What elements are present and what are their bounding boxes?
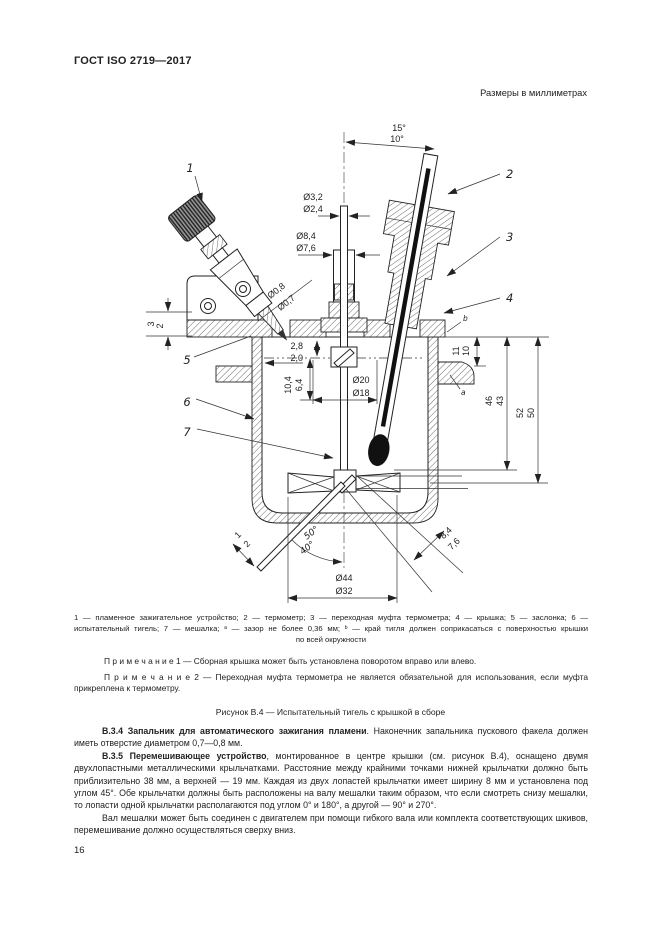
notes-block: П р и м е ч а н и е 1 — Сборная крышка м… [74, 656, 588, 699]
dim-shaft-d-min: Ø2,4 [303, 204, 323, 214]
dim-boss-h-min: 6,4 [294, 379, 304, 392]
callout-4-lid: 4 [506, 291, 513, 305]
test-cup-drawing [168, 132, 475, 593]
figure-legend: 1 — пламенное зажигательное устройство; … [74, 612, 588, 645]
stirrer-propeller [256, 469, 468, 593]
thermometer-bulb [368, 434, 390, 467]
dim-angle-max: 15° [392, 123, 406, 133]
callout-2-thermometer: 2 [506, 167, 513, 181]
dim-cup-d-min: Ø32 [335, 586, 352, 596]
dim-depth1-min: 43 [495, 396, 505, 406]
dim-guide-d-max: Ø8,4 [296, 231, 316, 241]
left-collar-tab [215, 365, 253, 383]
dim-rim-max: 11 [451, 346, 461, 355]
legend-line-3: по всей окружности [295, 635, 367, 644]
dim-boss-h-max: 10,4 [283, 376, 293, 394]
blade-edge-view [256, 481, 346, 572]
dim-angle-min: 10° [390, 134, 404, 144]
dim-cup-d-max: Ø44 [335, 573, 352, 583]
page-header: ГОСТ ISO 2719—2017 [74, 55, 192, 67]
dim-blade-w-min: 7,6 [446, 536, 462, 552]
body-text: В.3.4 Запальник для автоматического зажи… [74, 725, 588, 837]
paragraph-b35: В.3.5 Перемешивающее устройство, монтиро… [74, 750, 588, 811]
paragraph-b34: В.3.4 Запальник для автоматического зажи… [74, 726, 588, 749]
callout-7-stirrer: 7 [183, 425, 191, 439]
dim-depth1-max: 46 [484, 396, 494, 406]
dim-gap-max: 2,8 [290, 341, 303, 351]
paragraph-b35-heading: В.3.5 Перемешивающее устройство [102, 750, 267, 761]
callout-6-test-cup: 6 [183, 395, 190, 409]
callout-a-clearance: a [461, 388, 466, 397]
dim-depth2-max: 52 [515, 408, 525, 418]
stirrer-shaft [340, 205, 348, 475]
page-number: 16 [74, 845, 85, 856]
dim-blade-t-min: 2 [242, 539, 253, 550]
callout-5-shutter: 5 [183, 353, 190, 367]
dim-blade-t-max: 1 [233, 530, 244, 541]
right-collar-flange [437, 361, 475, 385]
callout-3-adapter-sleeve: 3 [506, 230, 513, 244]
igniter-jet-nozzle [257, 305, 284, 335]
dim-blade-angle-max: 50° [302, 525, 321, 543]
dim-depth2-min: 50 [526, 408, 536, 418]
legend-line-1: 1 — пламенное зажигательное устройство; … [74, 613, 588, 622]
dim-shaft-d-max: Ø3,2 [303, 192, 323, 202]
paragraph-b35-shaft: Вал мешалки может быть соединен с двигат… [74, 812, 588, 836]
legend-line-2: испытательный тигель; 7 — мешалка; ᵃ — з… [74, 624, 588, 633]
note-2: П р и м е ч а н и е 2 — Переходная муфта… [74, 671, 588, 694]
dim-lid-t-min: 2 [155, 323, 165, 328]
callout-1-igniter: 1 [186, 161, 193, 175]
dim-lid-t-max: 3 [146, 321, 156, 326]
dim-jet-d-min: Ø0,7 [275, 293, 297, 313]
dim-gap-min: 2,0 [290, 353, 303, 363]
callout-annotations: 1 2 3 4 5 6 7 b a [183, 161, 513, 460]
dim-guide-d-min: Ø7,6 [296, 243, 316, 253]
dim-boss-d-max: Ø20 [352, 375, 369, 385]
lid [186, 319, 446, 338]
figure-b4-drawing: 15° 10° Ø3,2 Ø2,4 Ø8,4 Ø7,6 Ø0,8 Ø0,7 3 … [146, 123, 549, 603]
callout-b-rim-contact: b [463, 314, 468, 323]
dim-boss-d-min: Ø18 [352, 388, 369, 398]
units-note: Размеры в миллиметрах [480, 88, 587, 98]
thermometer-assembly [368, 152, 455, 467]
dim-rim-min: 10 [461, 346, 471, 356]
figure-caption: Рисунок В.4 — Испытательный тигель с кры… [215, 707, 446, 717]
dim-blade-angle-min: 40° [298, 540, 317, 558]
paragraph-b34-heading: В.3.4 Запальник для автоматического зажи… [102, 726, 367, 736]
note-1: П р и м е ч а н и е 1 — Сборная крышка м… [104, 656, 477, 666]
